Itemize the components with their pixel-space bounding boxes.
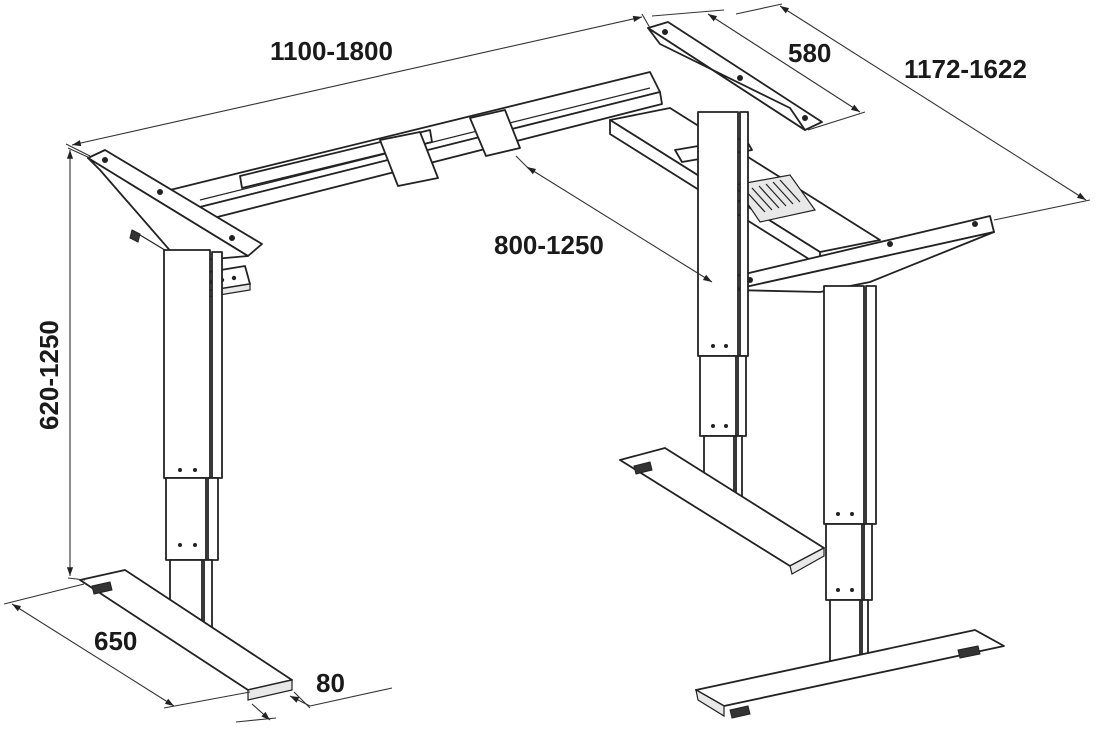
dim-label-height: 620-1250 — [34, 320, 64, 430]
front-right-foot — [695, 629, 1005, 719]
back-right-leg-column — [697, 111, 749, 511]
left-foot — [79, 569, 293, 701]
back-crossbeam — [169, 71, 663, 227]
dimension-inner-length — [515, 155, 713, 283]
dim-label-inner-length: 800-1250 — [494, 230, 604, 260]
dimension-top-width — [65, 13, 651, 157]
back-right-foot — [619, 447, 825, 575]
dim-label-top-width: 1100-1800 — [270, 36, 393, 66]
dimension-right-width — [735, 3, 1091, 221]
dimension-foot-width — [235, 687, 393, 723]
dimension-foot-length — [3, 583, 251, 709]
dimension-height — [66, 147, 91, 581]
dimension-depth-top — [651, 9, 866, 131]
dim-label-depth-top: 580 — [788, 38, 831, 68]
dim-label-foot-width: 80 — [316, 668, 345, 698]
dim-label-right-width: 1172-1622 — [904, 54, 1027, 84]
dim-label-foot-length: 650 — [94, 626, 137, 656]
front-right-leg-column — [823, 285, 877, 673]
left-leg-column — [163, 249, 223, 631]
